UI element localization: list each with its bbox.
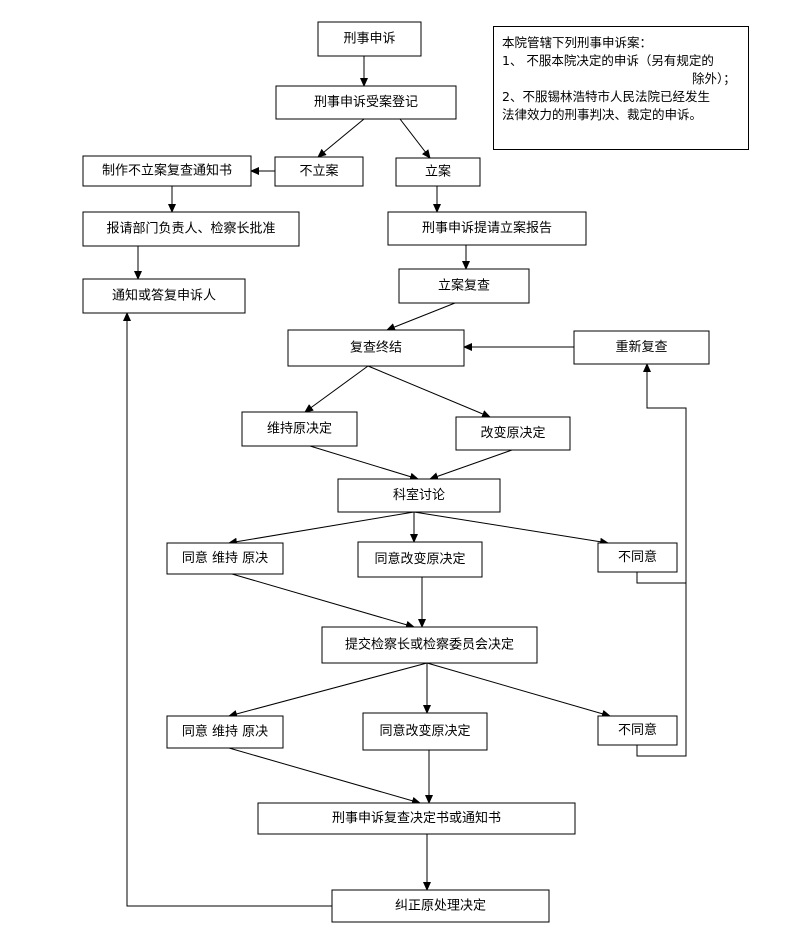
node-label: 报请部门负责人、检察长批准 [106,222,275,237]
edges [123,56,687,907]
node-label: 同意 维持 原决 [182,550,268,566]
node-agree-maintain-2: 同意 维持 原决 [166,715,284,749]
edge-agree-maintain-2-to-decision [228,747,421,805]
node-maintain-decision: 维持原决定 [241,411,358,447]
node-label: 同意 维持 原决 [182,724,268,740]
node-approval-request: 报请部门负责人、检察长批准 [82,211,300,247]
node-review-conclusion: 复查终结 [287,329,465,367]
node-label: 复查终结 [350,340,402,356]
note-item-2-line-2: 法律效力的刑事判决、裁定的申诉。 [502,107,703,122]
node-label: 立案 [425,165,451,180]
node-review-decision-document: 刑事申诉复查决定书或通知书 [257,802,576,835]
edge-correct-to-notify [123,312,332,907]
node-notify-complainant: 通知或答复申诉人 [82,278,246,314]
node-label: 刑事申诉复查决定书或通知书 [332,810,501,826]
edge-maintain-to-discussion [309,445,419,481]
note-item-1-line-2: 除外）； [692,71,736,86]
note-item-1-line-1: 1、 不服本院决定的申诉（另有规定的 [502,53,714,68]
node-label: 维持原决定 [267,422,332,437]
edge-discussion-to-agree-maintain-1 [228,511,415,546]
node-change-decision: 改变原决定 [455,416,571,451]
node-filed-review: 立案复查 [398,268,530,304]
node-label: 不立案 [299,164,338,179]
node-label: 不同意 [618,722,657,738]
node-label: 提交检察长或检察委员会决定 [345,637,514,653]
edge-change-to-discussion [429,449,513,481]
node-agree-change-2: 同意改变原决定 [362,712,488,751]
node-no-filing: 不立案 [274,156,364,187]
node-criminal-complaint: 刑事申诉 [317,21,422,57]
node-label: 刑事申诉受案登记 [314,95,418,110]
node-no-filing-notice: 制作不立案复查通知书 [82,155,252,187]
node-correct-original-decision: 纠正原处理决定 [331,889,550,923]
node-filing: 立案 [395,157,481,187]
node-filing-report: 刑事申诉提请立案报告 [387,211,587,246]
edge-conclusion-to-maintain [304,365,369,413]
node-label: 改变原决定 [480,425,545,441]
edge-disagree-loop-to-rereview [636,363,687,584]
node-label: 刑事申诉 [343,32,395,47]
edge-discussion-to-disagree-1 [413,511,609,546]
node-department-discussion: 科室讨论 [337,478,501,513]
node-label: 重新复查 [615,339,667,355]
node-label: 同意改变原决定 [374,551,465,567]
node-agree-maintain-1: 同意 维持 原决 [166,542,284,575]
edge-agree-maintain-1-to-submit [231,573,415,629]
edge-disagree-2-to-loop [636,583,687,757]
edge-registration-to-filing [399,118,431,159]
loop-connectors [636,583,687,757]
node-label: 不同意 [618,549,657,565]
node-label: 立案复查 [438,279,490,294]
node-label: 纠正原处理决定 [395,899,486,914]
node-submit-chief-procurator: 提交检察长或检察委员会决定 [321,626,538,664]
node-label: 制作不立案复查通知书 [102,163,232,179]
edge-conclusion-to-change [367,365,491,418]
note-item-2-line-1: 2、不服锡林浩特市人民法院已经发生 [502,89,710,104]
node-label: 科室讨论 [393,487,445,503]
edge-submit-to-disagree-2 [426,662,611,718]
edge-registration-to-no-filing [317,118,365,158]
note-title: 本院管辖下列刑事申诉案： [502,35,653,50]
node-label: 同意改变原决定 [379,723,470,739]
node-agree-change-1: 同意改变原决定 [357,541,483,578]
node-complaint-registration: 刑事申诉受案登记 [275,85,457,120]
node-disagree-2: 不同意 [597,715,678,746]
jurisdiction-note: 本院管辖下列刑事申诉案： 1、 不服本院决定的申诉（另有规定的 除外）； 2、不… [493,26,749,150]
edge-filed-review-to-conclusion [386,302,456,331]
node-re-review: 重新复查 [573,330,710,365]
node-disagree-1: 不同意 [597,542,678,573]
node-label: 通知或答复申诉人 [112,288,216,304]
node-label: 刑事申诉提请立案报告 [422,220,552,236]
edge-submit-to-agree-maintain-2 [228,662,428,718]
